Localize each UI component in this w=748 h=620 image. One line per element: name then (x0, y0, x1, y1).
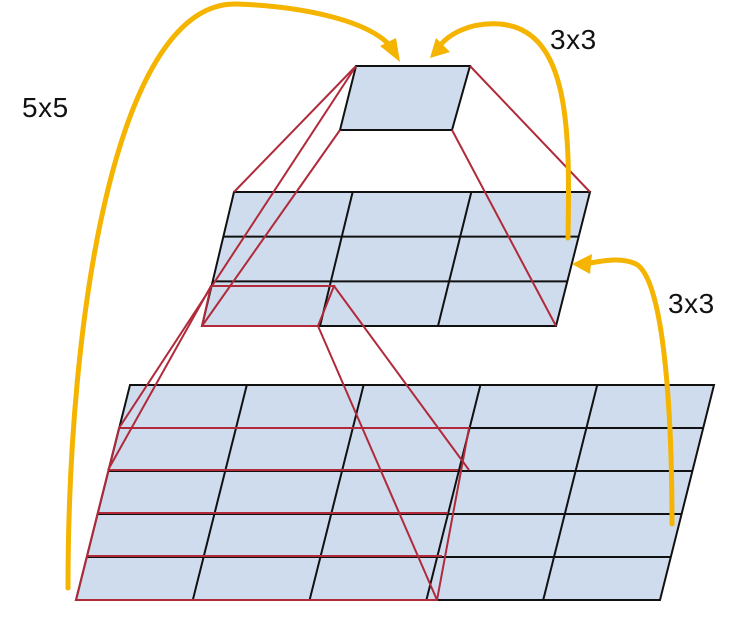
grid-col-line (191, 384, 248, 601)
rf-proj-cell-left (107, 285, 212, 471)
receptive-field-lines (74, 65, 591, 601)
label-3x3-lower-convolution: 3x3 (668, 288, 715, 319)
label-3x3-upper-convolution: 3x3 (550, 24, 597, 55)
arrow-5x5 (65, 1, 395, 591)
grid-col-line (308, 384, 365, 601)
grid-col-line (542, 384, 599, 601)
grid-col-line (425, 384, 482, 601)
arrow-5x5-head (380, 38, 400, 62)
grid-col-line (437, 191, 473, 327)
output-unit (338, 65, 472, 131)
rf-proj-cell-bottom-right (317, 325, 438, 601)
arrow-3x3-upper (435, 21, 572, 241)
output-unit-cell (338, 65, 472, 131)
rf-proj-cell-right (333, 285, 470, 471)
grid-col-line (319, 191, 354, 327)
hidden-layer-grid (212, 191, 579, 327)
rf-proj-bottom-right (451, 129, 557, 327)
rf-proj-top-right (469, 65, 591, 193)
arrows (65, 1, 675, 591)
arrow-3x3-lower-head (572, 254, 592, 274)
rf-proj-top-left (233, 65, 357, 193)
arrow-3x3-upper-head (430, 38, 450, 58)
rf-proj-outer-left (118, 65, 357, 429)
rf-proj-bottom-left (201, 129, 341, 327)
label-5x5-convolution: 5x5 (22, 92, 69, 123)
arrow-3x3-lower (581, 257, 675, 527)
input-layer-fill (74, 384, 716, 601)
input-layer-5x5 (74, 384, 716, 601)
